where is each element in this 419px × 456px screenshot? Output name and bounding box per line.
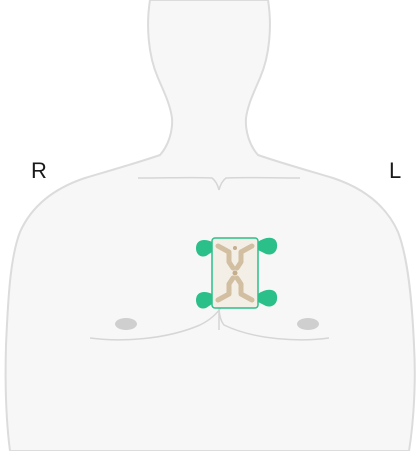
right-side-label: R xyxy=(31,158,47,184)
nipple-left xyxy=(297,318,319,330)
nipple-right xyxy=(115,318,137,330)
left-side-label: L xyxy=(389,158,401,184)
patch-center-dot xyxy=(233,271,238,276)
neck-outline xyxy=(6,0,415,451)
patch-top-dot xyxy=(233,246,237,250)
